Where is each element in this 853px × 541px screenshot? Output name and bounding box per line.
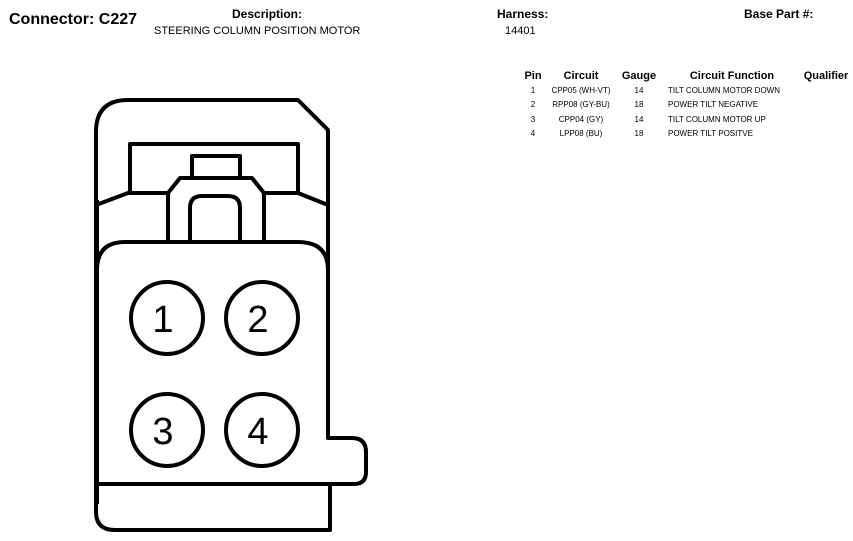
row-gauge: 14 bbox=[634, 114, 644, 124]
col-pin-header: Pin bbox=[524, 70, 542, 82]
row-circuit: CPP05 (WH-VT) bbox=[551, 85, 611, 95]
pin-label-1: 1 bbox=[152, 299, 173, 341]
row-circuit: RPP08 (GY-BU) bbox=[552, 100, 610, 110]
table-row: 1 CPP05 (WH-VT) 14 TILT COLUMN MOTOR DOW… bbox=[518, 83, 852, 98]
col-circuit-header: Circuit bbox=[563, 70, 599, 82]
col-function-header: Circuit Function bbox=[689, 70, 775, 82]
base-part-label: Base Part #: bbox=[744, 7, 814, 21]
table-row: 4 LPP08 (BU) 18 POWER TILT POSITVE bbox=[518, 127, 852, 142]
pin-table-header: Pin Circuit Gauge Circuit Function Quali… bbox=[518, 69, 852, 83]
row-gauge: 14 bbox=[634, 85, 644, 95]
harness-label: Harness: bbox=[497, 7, 549, 21]
pin-cavities: 1 2 3 4 bbox=[129, 280, 300, 468]
pin-cavity-3 bbox=[129, 392, 205, 468]
table-row: 3 CPP04 (GY) 14 TILT COLUMN MOTOR UP bbox=[518, 112, 852, 127]
connector-housing bbox=[94, 98, 368, 532]
row-pin: 4 bbox=[530, 129, 536, 139]
row-gauge: 18 bbox=[634, 129, 644, 139]
row-pin: 2 bbox=[530, 100, 536, 110]
pin-cavity-2 bbox=[224, 280, 300, 356]
pin-table: Pin Circuit Gauge Circuit Function Quali… bbox=[518, 69, 852, 141]
pin-cavity-1 bbox=[129, 280, 205, 356]
harness-value: 14401 bbox=[505, 25, 536, 37]
row-circuit: LPP08 (BU) bbox=[559, 129, 603, 139]
row-function: TILT COLUMN MOTOR UP bbox=[668, 114, 766, 124]
row-function: POWER TILT NEGATIVE bbox=[668, 100, 759, 110]
row-function: POWER TILT POSITVE bbox=[668, 129, 753, 139]
row-pin: 3 bbox=[530, 114, 536, 124]
pin-cavity-4 bbox=[224, 392, 300, 468]
row-circuit: CPP04 (GY) bbox=[558, 114, 604, 124]
col-qualifier-header: Qualifier bbox=[803, 70, 849, 82]
col-gauge-header: Gauge bbox=[621, 70, 657, 82]
row-gauge: 18 bbox=[634, 100, 644, 110]
pin-label-4: 4 bbox=[247, 411, 268, 453]
row-pin: 1 bbox=[530, 85, 536, 95]
connector-title: Connector: C227 bbox=[9, 11, 138, 28]
description-label: Description: bbox=[232, 7, 303, 21]
pin-label-2: 2 bbox=[247, 299, 268, 341]
description-value: STEERING COLUMN POSITION MOTOR bbox=[154, 25, 361, 37]
table-row: 2 RPP08 (GY-BU) 18 POWER TILT NEGATIVE bbox=[518, 98, 852, 113]
row-function: TILT COLUMN MOTOR DOWN bbox=[668, 85, 780, 95]
pin-label-3: 3 bbox=[152, 411, 173, 453]
